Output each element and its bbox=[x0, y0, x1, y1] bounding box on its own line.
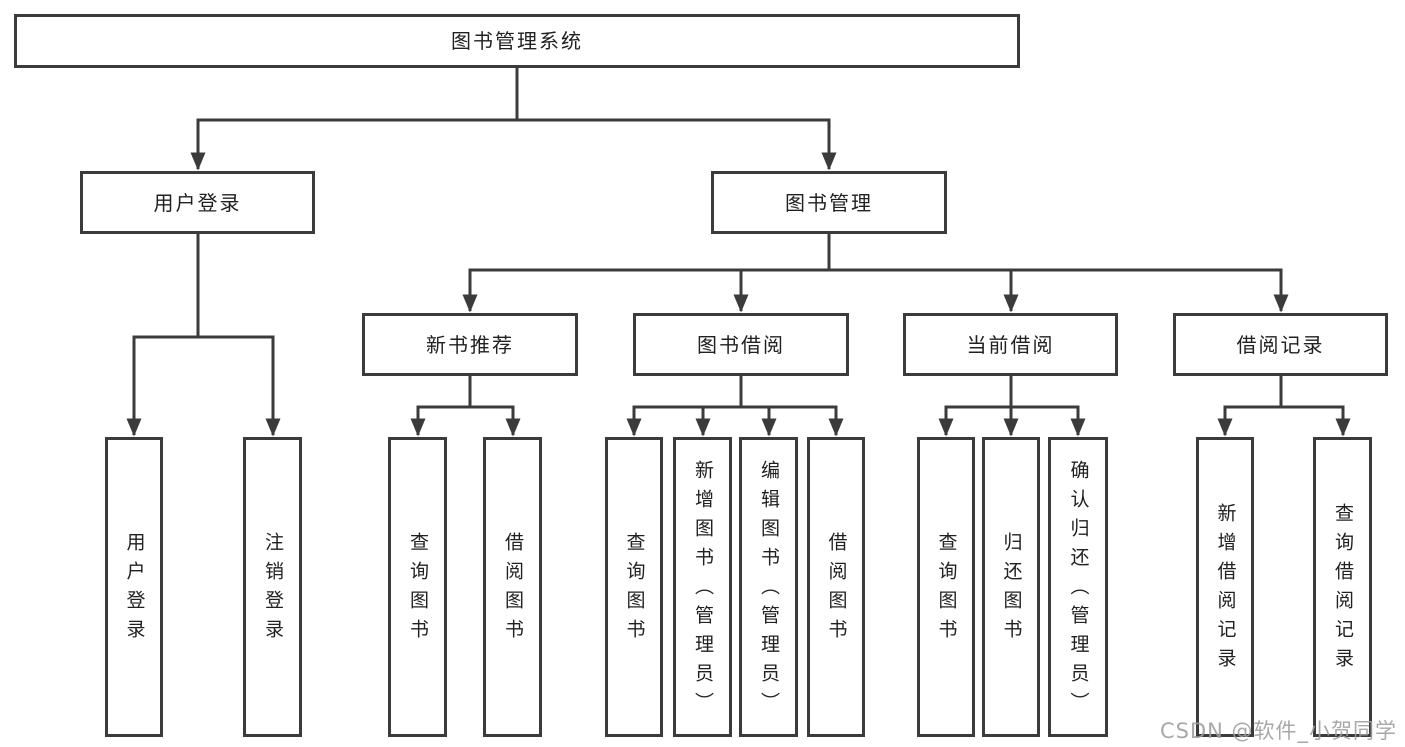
node-book-borrowing: 图书借阅 bbox=[633, 313, 849, 376]
leaf-user-login: 用户登录 bbox=[105, 437, 163, 737]
leaf-query-books-borrowing: 查询图书 bbox=[605, 437, 663, 737]
leaf-logout: 注销登录 bbox=[243, 437, 302, 737]
node-user-login: 用户登录 bbox=[80, 171, 315, 234]
leaf-return-books: 归还图书 bbox=[982, 437, 1040, 737]
node-book-management: 图书管理 bbox=[711, 171, 947, 234]
leaf-add-books-admin: 新增图书（管理员） bbox=[673, 437, 732, 737]
node-new-book-recommendation: 新书推荐 bbox=[362, 313, 578, 376]
leaf-confirm-return-admin: 确认归还（管理员） bbox=[1048, 437, 1108, 737]
node-current-borrowing: 当前借阅 bbox=[903, 313, 1118, 376]
node-borrowing-records: 借阅记录 bbox=[1173, 313, 1388, 376]
leaf-query-books-current: 查询图书 bbox=[917, 437, 975, 737]
csdn-watermark: CSDN @软件_小贺同学 bbox=[1160, 719, 1398, 743]
node-root-system: 图书管理系统 bbox=[14, 14, 1020, 68]
leaf-query-borrow-record: 查询借阅记录 bbox=[1313, 437, 1372, 737]
leaf-borrow-books-recommend: 借阅图书 bbox=[483, 437, 542, 737]
leaf-query-books-recommend: 查询图书 bbox=[388, 437, 447, 737]
leaf-add-borrow-record: 新增借阅记录 bbox=[1196, 437, 1254, 737]
leaf-edit-books-admin: 编辑图书（管理员） bbox=[739, 437, 798, 737]
leaf-borrow-books-borrowing: 借阅图书 bbox=[807, 437, 865, 737]
